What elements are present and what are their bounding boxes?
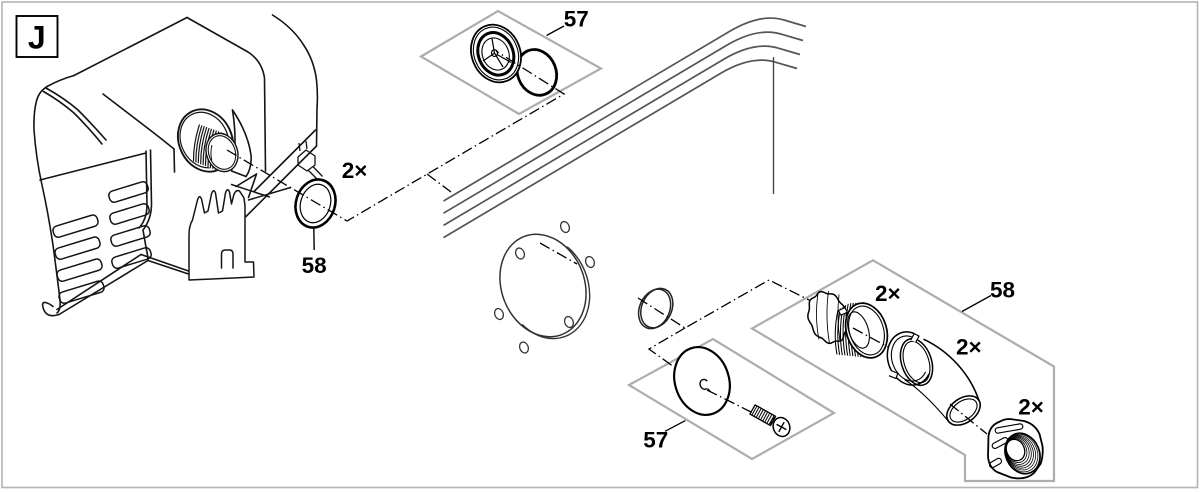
svg-text:2×: 2× <box>956 335 982 360</box>
svg-text:58: 58 <box>990 278 1015 303</box>
svg-text:2×: 2× <box>875 281 901 306</box>
svg-text:57: 57 <box>643 427 668 452</box>
svg-text:J: J <box>28 19 46 55</box>
svg-text:2×: 2× <box>342 158 368 183</box>
svg-text:2×: 2× <box>1018 395 1044 420</box>
svg-text:57: 57 <box>564 7 589 32</box>
svg-text:58: 58 <box>302 253 327 278</box>
